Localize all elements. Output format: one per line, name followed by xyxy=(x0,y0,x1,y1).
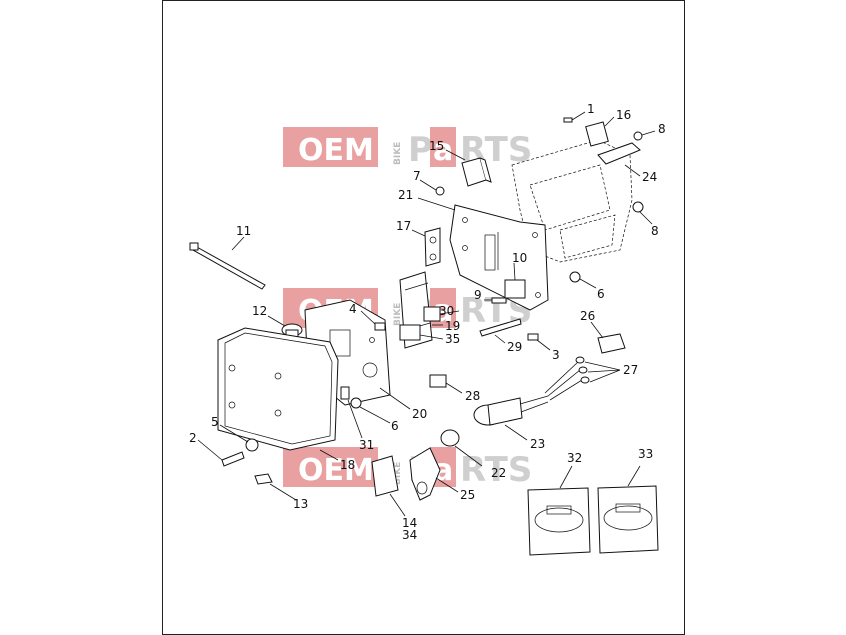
relay-10 xyxy=(504,279,526,299)
callout-21: 21 xyxy=(398,188,413,202)
callout-30: 30 xyxy=(439,304,454,318)
watermark-top: OEM BIKE P a RTS xyxy=(283,127,532,170)
wire-terminals-27 xyxy=(544,356,590,401)
svg-text:a: a xyxy=(433,133,453,168)
connector-30 xyxy=(423,306,441,322)
svg-text:RTS: RTS xyxy=(460,450,532,490)
washer-5 xyxy=(245,438,259,452)
nut-6-right xyxy=(569,271,581,283)
callout-5: 5 xyxy=(211,415,219,429)
nut-7 xyxy=(435,186,445,196)
clip-17 xyxy=(424,227,441,267)
connector-35 xyxy=(399,324,421,341)
cable-tie-11 xyxy=(189,242,266,290)
callout-13: 13 xyxy=(293,497,308,511)
callout-26: 26 xyxy=(580,309,595,323)
pin-9 xyxy=(491,297,507,304)
callout-2: 2 xyxy=(189,431,197,445)
callout-35: 35 xyxy=(445,332,460,346)
svg-text:BIKE: BIKE xyxy=(393,462,403,485)
nut-8-bottom xyxy=(632,201,644,213)
callout-33: 33 xyxy=(638,447,653,461)
switch-23 xyxy=(473,395,549,426)
nut-6-left xyxy=(350,397,362,409)
fuse-28 xyxy=(429,374,447,388)
bracket-25 xyxy=(409,447,441,501)
callout-17: 17 xyxy=(396,219,411,233)
callout-20: 20 xyxy=(412,407,427,421)
callout-3: 3 xyxy=(552,348,560,362)
screw-3 xyxy=(527,333,539,341)
connector-26 xyxy=(597,333,626,354)
screw-1 xyxy=(563,117,573,123)
callout-19: 19 xyxy=(445,319,460,333)
gasket-13 xyxy=(254,473,273,485)
svg-text:OEM: OEM xyxy=(298,133,374,168)
leader-lines xyxy=(197,111,656,517)
callout-4: 4 xyxy=(349,302,357,316)
callout-15: 15 xyxy=(429,139,444,153)
callout-29: 29 xyxy=(507,340,522,354)
screw-31 xyxy=(340,386,350,400)
callout-6-left: 6 xyxy=(391,419,399,433)
nut-8-top xyxy=(597,131,643,165)
callout-1: 1 xyxy=(587,102,595,116)
svg-text:P: P xyxy=(408,130,433,170)
callout-31: 31 xyxy=(359,438,374,452)
callout-32: 32 xyxy=(567,451,582,465)
relay-16 xyxy=(585,121,609,147)
callout-23: 23 xyxy=(530,437,545,451)
callout-14: 14 xyxy=(402,516,417,530)
callout-16: 16 xyxy=(616,108,631,122)
callout-labels: 1 16 8 15 7 24 21 8 17 11 10 9 6 12 4 30… xyxy=(189,102,666,542)
callout-6-right: 6 xyxy=(597,287,605,301)
callout-8-top: 8 xyxy=(658,122,666,136)
bolt-29 xyxy=(479,318,522,337)
callout-7: 7 xyxy=(413,169,421,183)
svg-text:BIKE: BIKE xyxy=(393,303,403,326)
callout-10: 10 xyxy=(512,251,527,265)
product-box-32 xyxy=(527,487,591,556)
svg-text:BIKE: BIKE xyxy=(393,142,403,165)
product-box-33 xyxy=(597,485,659,554)
callout-28: 28 xyxy=(465,389,480,403)
callout-27: 27 xyxy=(623,363,638,377)
callout-11: 11 xyxy=(236,224,251,238)
cover-18 xyxy=(217,327,339,451)
svg-text:OEM: OEM xyxy=(298,453,374,488)
bolt-2 xyxy=(221,451,245,467)
callout-12: 12 xyxy=(252,304,267,318)
gasket-14-34 xyxy=(371,455,399,497)
callout-34: 34 xyxy=(402,528,417,542)
callout-9: 9 xyxy=(474,288,482,302)
callout-22: 22 xyxy=(491,466,506,480)
callout-25: 25 xyxy=(460,488,475,502)
screw-4 xyxy=(374,322,386,331)
callout-8-bottom: 8 xyxy=(651,224,659,238)
callout-24: 24 xyxy=(642,170,657,184)
nut-22 xyxy=(440,429,460,447)
callout-18: 18 xyxy=(340,458,355,472)
relay-15 xyxy=(461,157,492,187)
